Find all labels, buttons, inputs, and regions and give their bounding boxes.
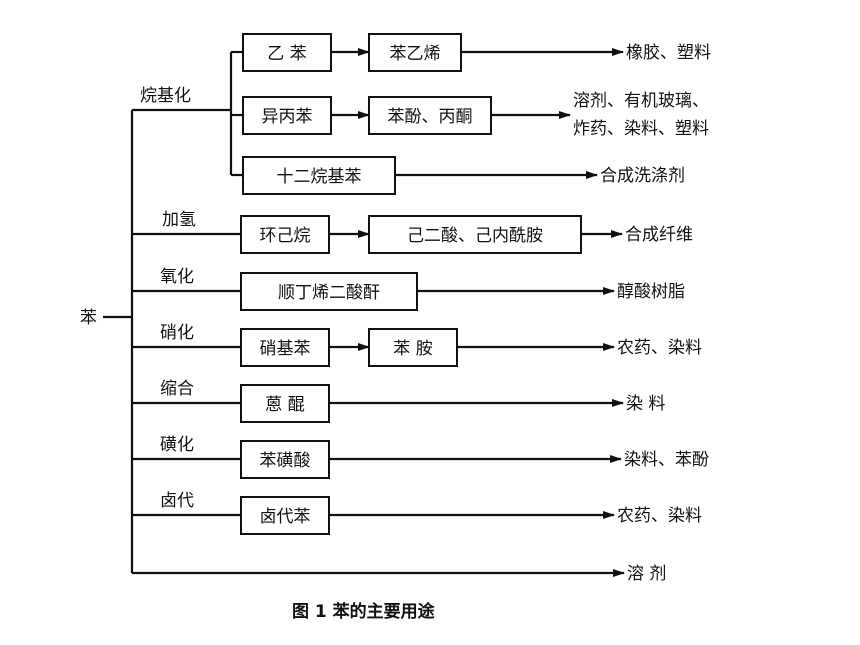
sulfonation-label: 磺化 xyxy=(160,435,194,455)
nitration-label: 硝化 xyxy=(160,323,194,343)
hydrogenation-label: 加氢 xyxy=(162,210,196,230)
product-rubber-plastics: 橡胶、塑料 xyxy=(626,43,711,63)
halobenzene-label: 卤代苯 xyxy=(260,507,311,527)
condensation-label: 缩合 xyxy=(160,379,194,399)
halogenation-label: 卤代 xyxy=(160,491,194,511)
ethylbenzene-label: 乙 苯 xyxy=(267,44,306,64)
oxidation-label: 氧化 xyxy=(160,267,194,287)
product-alkyd-resin: 醇酸树脂 xyxy=(617,282,685,302)
cumene-label: 异丙苯 xyxy=(262,107,313,127)
product-cumene-line2: 炸药、染料、塑料 xyxy=(573,119,709,139)
cyclohexane-box xyxy=(240,215,330,254)
product-cumene-line1: 溶剂、有机玻璃、 xyxy=(573,91,709,111)
styrene-label: 苯乙烯 xyxy=(390,44,441,64)
product-pesticide-dye-1: 农药、染料 xyxy=(617,338,702,358)
dodecylbenzene-label: 十二烷基苯 xyxy=(277,167,362,187)
nitrobenzene-label: 硝基苯 xyxy=(260,339,311,359)
figure-caption: 图 1 苯的主要用途 xyxy=(292,601,436,622)
product-dye-phenol: 染料、苯酚 xyxy=(624,450,709,470)
aniline-box xyxy=(368,328,458,367)
product-dye: 染 料 xyxy=(626,394,665,414)
adipic-caprolactam-label: 己二酸、己内酰胺 xyxy=(407,226,543,246)
benzenesulfonic-box xyxy=(240,440,330,479)
alkylation-label: 烷基化 xyxy=(140,86,191,106)
benzenesulfonic-label: 苯磺酸 xyxy=(260,451,311,471)
product-pesticide-dye-2: 农药、染料 xyxy=(617,506,702,526)
cyclohexane-label: 环己烷 xyxy=(260,226,311,246)
dodecylbenzene-box xyxy=(242,156,396,195)
root-label: 苯 xyxy=(80,308,97,328)
maleic-anhydride-label: 顺丁烯二酸酐 xyxy=(278,283,380,303)
adipic-caprolactam-box xyxy=(368,215,582,254)
product-detergent: 合成洗涤剂 xyxy=(600,166,685,186)
phenol-acetone-label: 苯酚、丙酮 xyxy=(388,107,473,127)
maleic-anhydride-box xyxy=(240,272,418,311)
anthraquinone-box xyxy=(240,384,330,423)
anthraquinone-label: 蒽 醌 xyxy=(265,395,304,415)
aniline-label: 苯 胺 xyxy=(393,339,432,359)
product-fiber: 合成纤维 xyxy=(625,225,693,245)
product-solvent: 溶 剂 xyxy=(627,564,666,584)
phenol-acetone-box xyxy=(368,96,492,135)
halobenzene-box xyxy=(240,496,330,535)
